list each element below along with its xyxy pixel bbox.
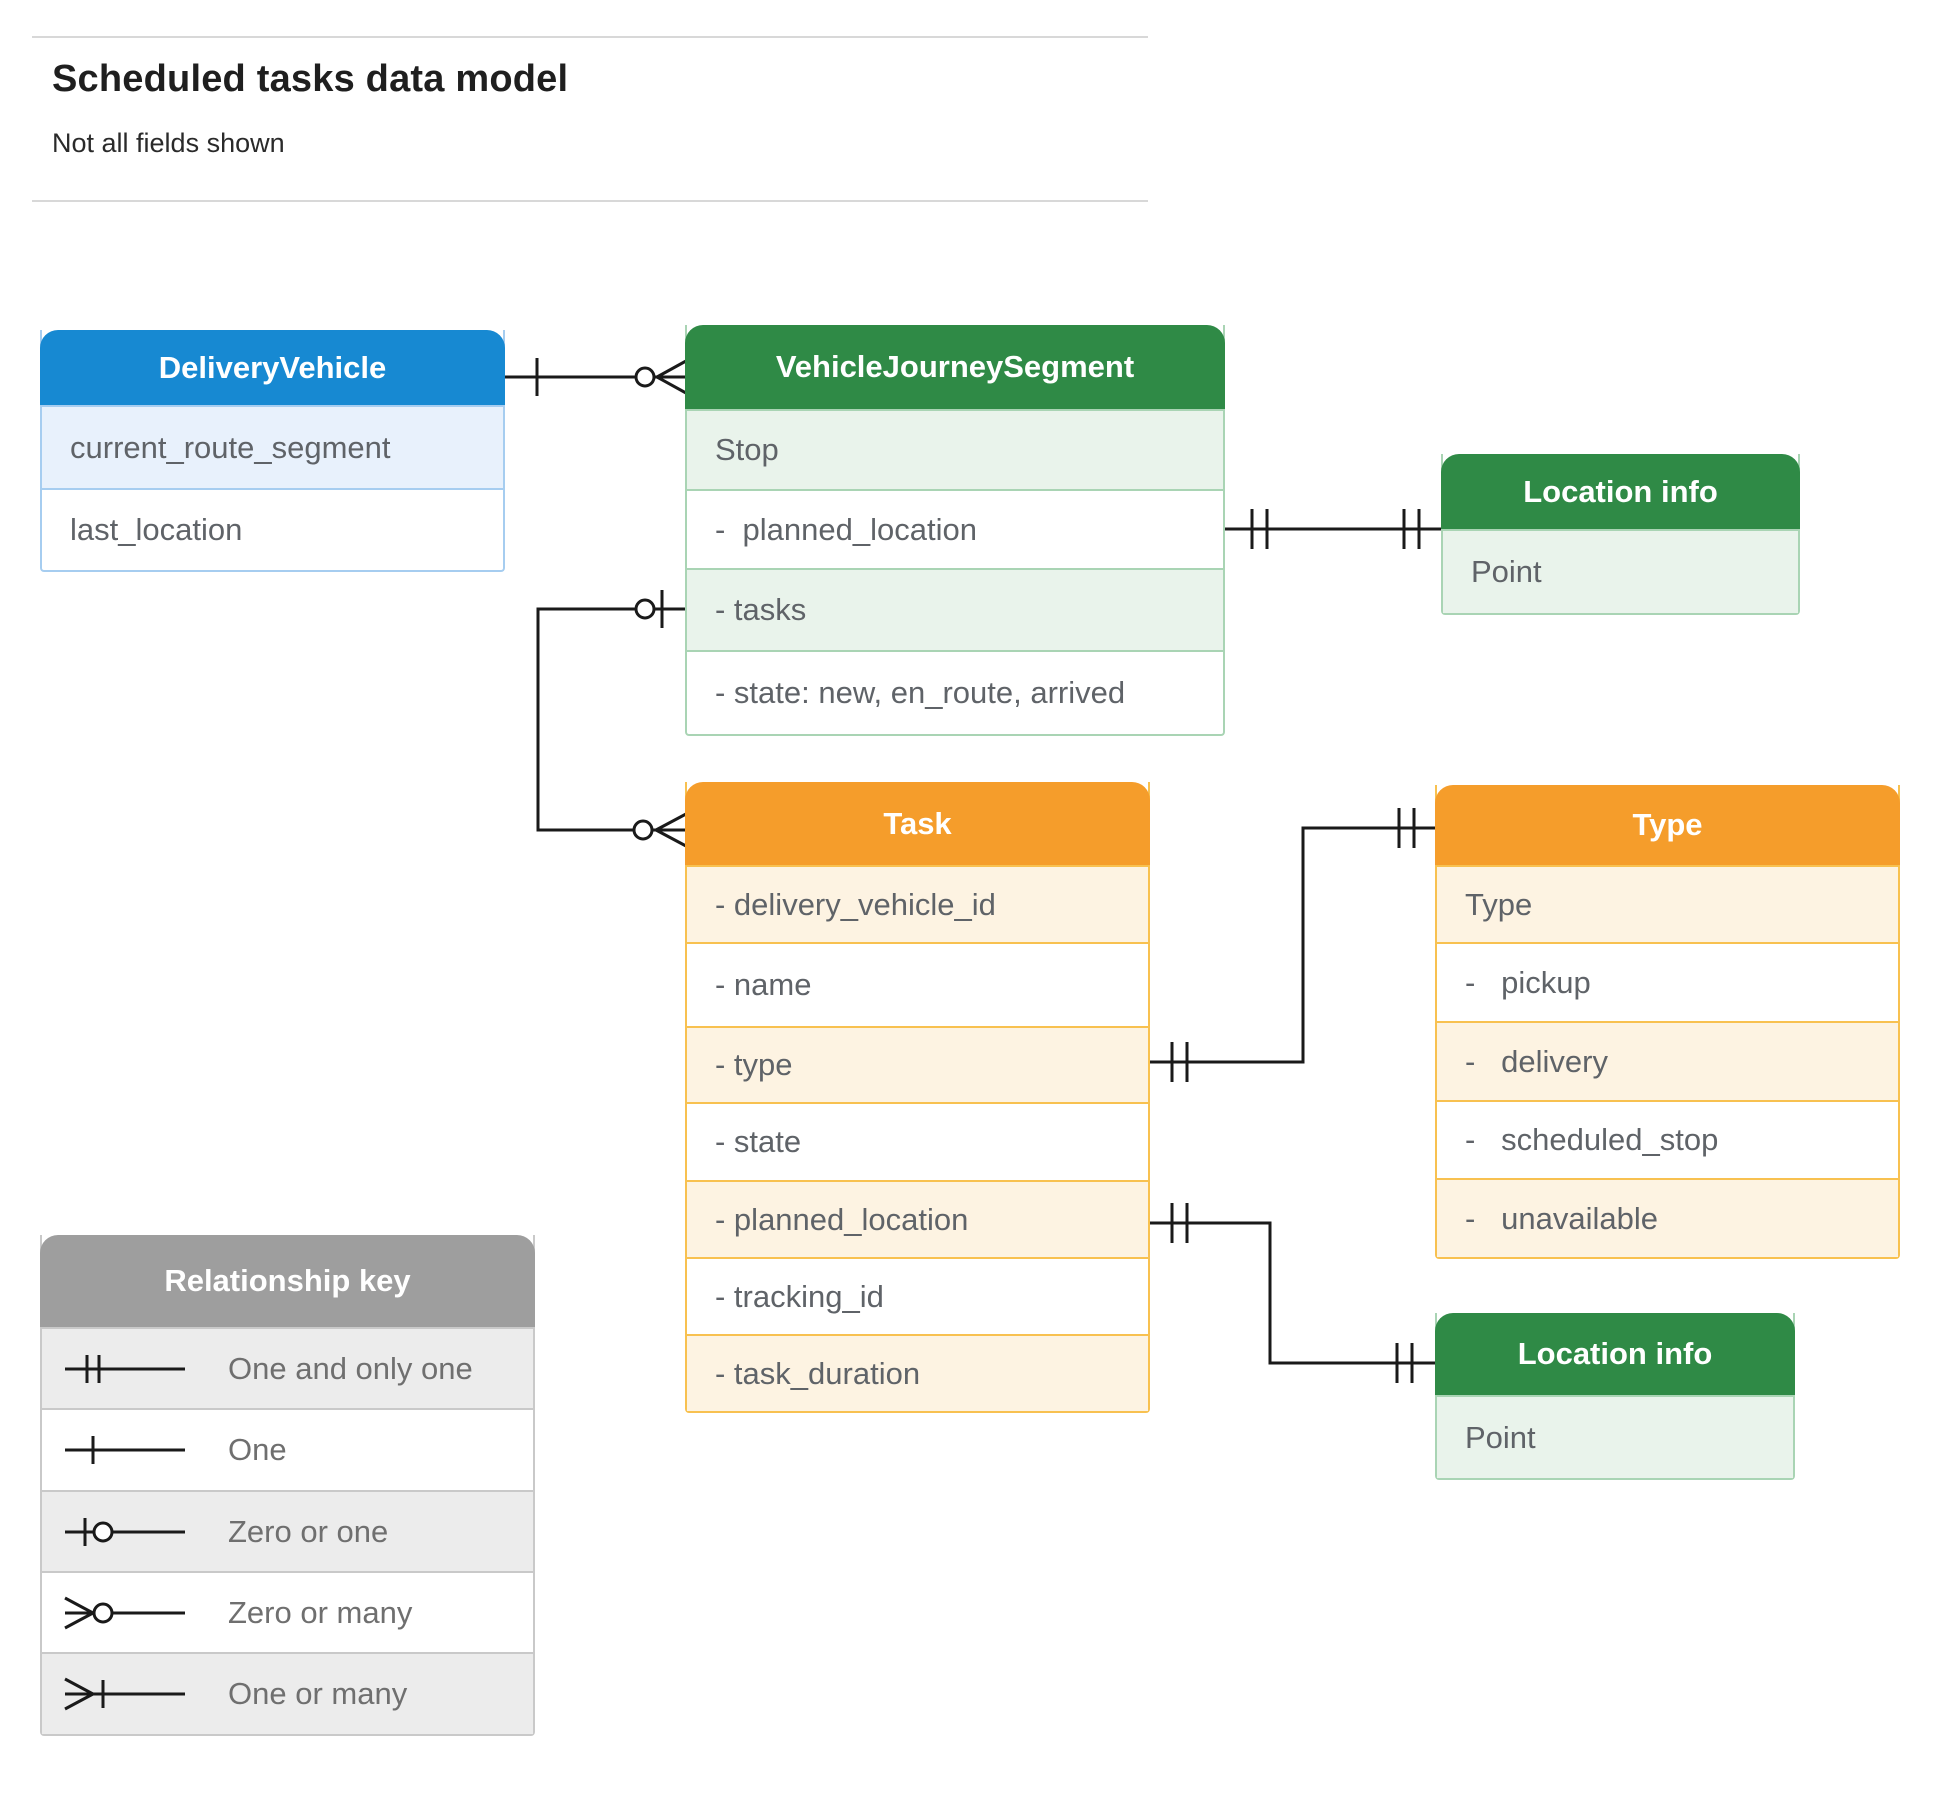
- page-title: Scheduled tasks data model: [52, 58, 569, 100]
- entity-header: Task: [685, 782, 1150, 865]
- entity-task: Task - delivery_vehicle_id - name - type…: [685, 782, 1150, 1413]
- one-or-many-icon: [64, 1677, 185, 1711]
- entity-row: Point: [1437, 1395, 1793, 1478]
- rel-vjs-locationinfo-top: [1225, 509, 1441, 549]
- entity-type: Type Type - pickup - delivery - schedule…: [1435, 785, 1900, 1259]
- entity-header: Location info: [1441, 454, 1800, 529]
- legend-label: Zero or one: [228, 1513, 389, 1549]
- legend-label: One and only one: [228, 1350, 473, 1386]
- entity-row: - planned_location: [687, 1180, 1148, 1257]
- entity-header: Type: [1435, 785, 1900, 865]
- legend-row: Zero or one: [42, 1490, 533, 1571]
- entity-row: last_location: [42, 488, 503, 570]
- legend-header: Relationship key: [40, 1235, 535, 1327]
- legend-label: Zero or many: [228, 1594, 413, 1630]
- entity-row: Type: [1437, 865, 1898, 942]
- entity-location-info-top: Location info Point: [1441, 454, 1800, 615]
- entity-vehicle-journey-segment: VehicleJourneySegment Stop - planned_loc…: [685, 325, 1225, 736]
- entity-row: - name: [687, 942, 1148, 1026]
- entity-row: Stop: [687, 409, 1223, 489]
- entity-row: - type: [687, 1026, 1148, 1102]
- entity-row: - tasks: [687, 568, 1223, 650]
- zero-or-many-icon: [64, 1596, 185, 1629]
- legend-row: One or many: [42, 1652, 533, 1734]
- page-subtitle: Not all fields shown: [52, 128, 285, 158]
- legend-label: One or many: [228, 1676, 408, 1711]
- entity-row: - planned_location: [687, 489, 1223, 568]
- legend-row: One and only one: [42, 1327, 533, 1408]
- entity-row: - delivery_vehicle_id: [687, 865, 1148, 942]
- rel-task-type: [1150, 808, 1435, 1082]
- entity-row: - pickup: [1437, 942, 1898, 1021]
- entity-header: DeliveryVehicle: [40, 330, 505, 405]
- rel-vjs-tasks-task: [536, 590, 687, 848]
- zero-or-one-icon: [65, 1517, 185, 1546]
- entity-row: - delivery: [1437, 1021, 1898, 1100]
- entity-row: - state: [687, 1102, 1148, 1180]
- rel-task-locationinfo-bottom: [1150, 1203, 1435, 1383]
- entity-row: Point: [1443, 529, 1798, 613]
- entity-row: - state: new, en_route, arrived: [687, 650, 1223, 734]
- rel-deliveryvehicle-vehiclejourneysegment: [505, 358, 687, 396]
- entity-row: - task_duration: [687, 1334, 1148, 1411]
- entity-row: - scheduled_stop: [1437, 1100, 1898, 1178]
- relationship-key: Relationship key One and only one One Ze…: [40, 1235, 535, 1736]
- entity-location-info-bottom: Location info Point: [1435, 1313, 1795, 1480]
- entity-row: current_route_segment: [42, 405, 503, 488]
- entity-header: VehicleJourneySegment: [685, 325, 1225, 409]
- entity-delivery-vehicle: DeliveryVehicle current_route_segment la…: [40, 330, 505, 572]
- legend-row: Zero or many: [42, 1571, 533, 1652]
- one-icon: [65, 1436, 185, 1464]
- legend-row: One: [42, 1408, 533, 1490]
- legend-label: One: [228, 1432, 287, 1467]
- entity-header: Location info: [1435, 1313, 1795, 1395]
- entity-row: - unavailable: [1437, 1178, 1898, 1257]
- divider-rule: [32, 200, 1148, 202]
- top-rule: [32, 36, 1148, 38]
- entity-row: - tracking_id: [687, 1257, 1148, 1334]
- one-and-only-one-icon: [65, 1354, 185, 1383]
